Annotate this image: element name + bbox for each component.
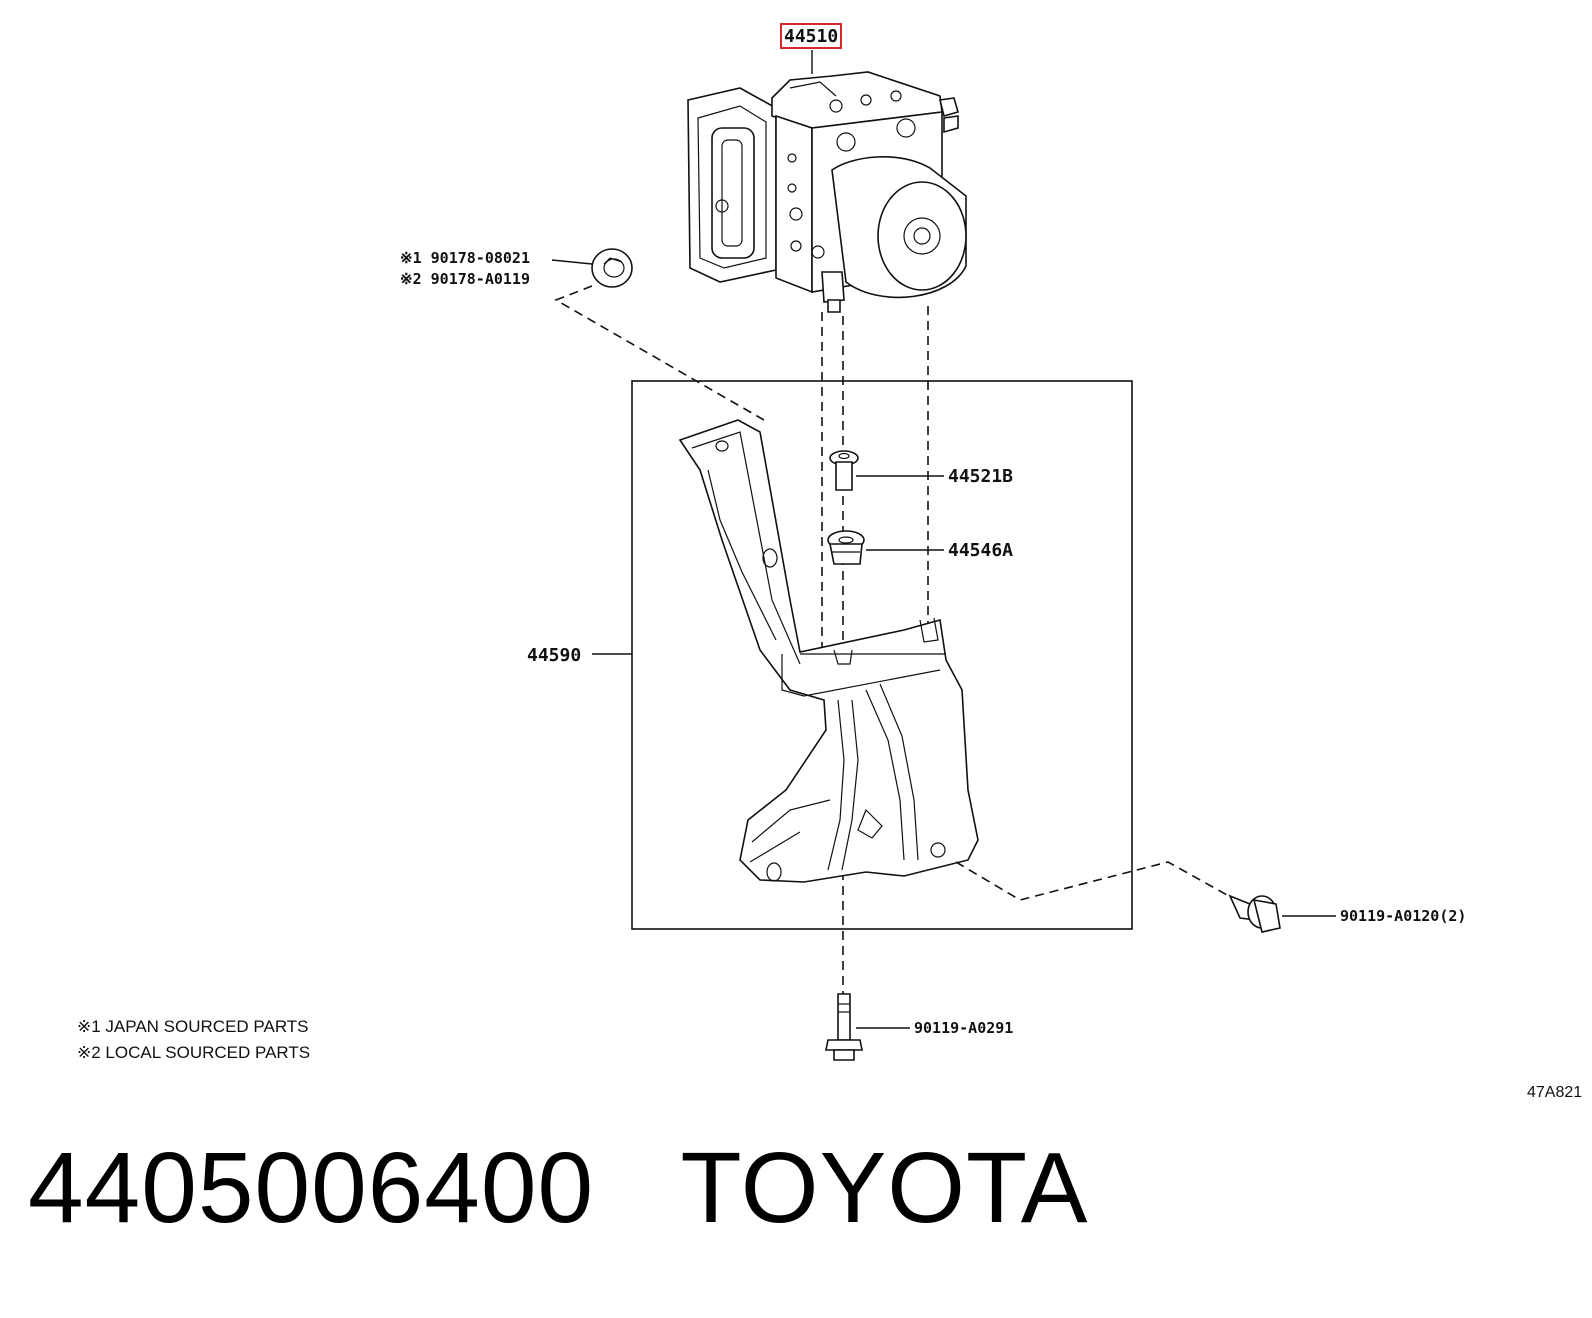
callout-44546a: 44546A: [948, 540, 1013, 561]
bracket-illustration: [678, 419, 979, 883]
callout-nut-local: ※2 90178-A0119: [400, 270, 530, 288]
part-number: 4405006400: [28, 1132, 595, 1244]
grommet-illustration: [827, 530, 865, 565]
callout-44521b: 44521B: [948, 466, 1013, 487]
callout-44510: 44510: [784, 26, 838, 47]
side-bolt-illustration: [1228, 894, 1281, 933]
bottom-bolt-illustration: [825, 993, 863, 1061]
callout-90119-a0291: 90119-A0291: [914, 1019, 1013, 1037]
grommet-collar-illustration: [829, 450, 859, 491]
note-japan-sourced: ※1 JAPAN SOURCED PARTS: [77, 1017, 309, 1036]
callout-90119-a0120: 90119-A0120(2): [1340, 907, 1466, 925]
footer-title: 4405006400 TOYOTA: [28, 1138, 1088, 1238]
abs-actuator-illustration: [687, 71, 967, 313]
note-local-sourced: ※2 LOCAL SOURCED PARTS: [77, 1043, 310, 1062]
callout-44590: 44590: [527, 645, 581, 666]
nut-illustration: [591, 248, 633, 288]
highlight-box: [780, 23, 842, 49]
diagram-code: 47A821: [1527, 1084, 1582, 1101]
callout-nut-japan: ※1 90178-08021: [400, 249, 530, 267]
bracket-frame: [631, 380, 1133, 930]
brand-name: TOYOTA: [680, 1132, 1089, 1244]
